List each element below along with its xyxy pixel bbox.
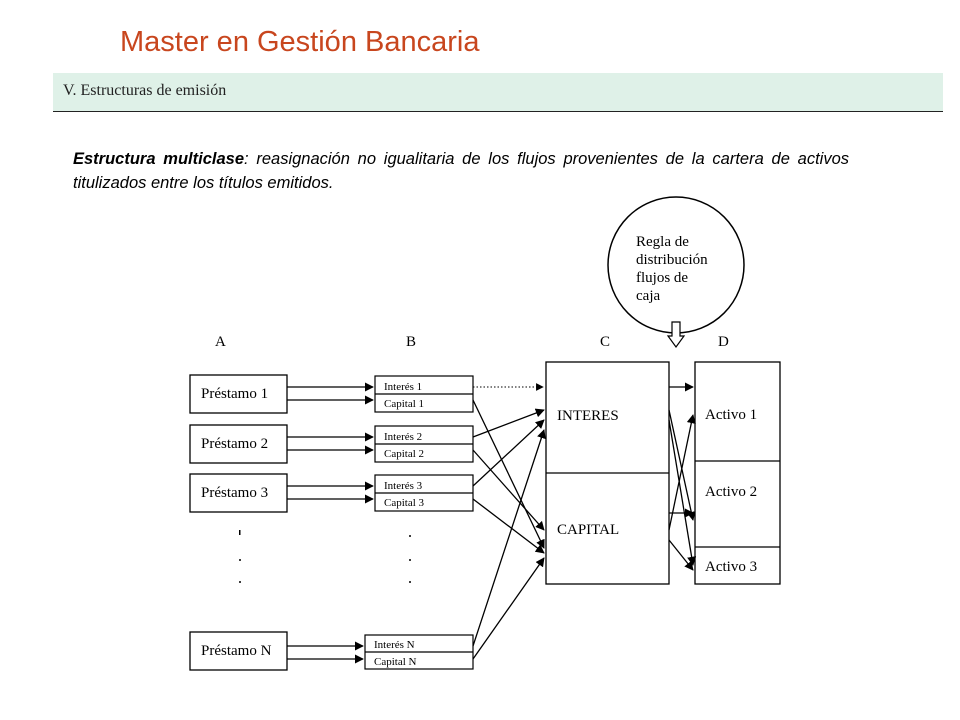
loan-label: Préstamo 1 [201, 386, 268, 402]
flow-interest-label: Interés 3 [384, 480, 423, 492]
column-label-b: B [406, 334, 416, 350]
flow-box-1: Interés 1 Capital 1 [374, 375, 474, 413]
flow-capital-label: Capital 3 [384, 497, 425, 509]
pool-to-asset-arrows [668, 382, 697, 571]
flow-capital-label: Capital 1 [384, 398, 424, 410]
flow-to-pool-arrows [472, 399, 546, 660]
section-label: V. Estructuras de emisión [63, 82, 227, 99]
flow-capital-label: Capital N [374, 656, 417, 668]
flow-interest-label: Interés 2 [384, 431, 422, 443]
loan-to-flow-arrows [287, 382, 374, 664]
column-label-a: A [215, 334, 226, 350]
loan-box-1: Préstamo 1 [189, 374, 288, 414]
loan-box-n: Préstamo N [189, 631, 288, 671]
asset-label-3: Activo 3 [705, 559, 757, 575]
pool-interest-label: INTERES [557, 408, 619, 424]
rule-line-3: flujos de [636, 270, 688, 286]
column-label-c: C [600, 334, 610, 350]
intro-term: Estructura multiclase [73, 150, 244, 168]
pool-box: INTERES CAPITAL [545, 361, 670, 585]
loan-box-3: Préstamo 3 [189, 473, 288, 513]
column-label-d: D [718, 334, 729, 350]
loan-box-2: Préstamo 2 [189, 424, 288, 464]
flow-box-3: Interés 3 Capital 3 [374, 474, 474, 512]
flow-interest-label: Interés 1 [384, 381, 422, 393]
ellipsis-a [239, 530, 241, 583]
intro-paragraph: Estructura multiclase: reasignación no i… [73, 147, 849, 195]
loan-label: Préstamo N [201, 643, 272, 659]
pool-capital-label: CAPITAL [557, 522, 619, 538]
intro-text: : reasignación no igualitaria de los flu… [73, 150, 849, 192]
asset-label-1: Activo 1 [705, 407, 757, 423]
assets-box: Activo 1 Activo 2 Activo 3 [694, 361, 781, 585]
rule-down-arrow-icon [666, 321, 686, 349]
section-bar: V. Estructuras de emisión [53, 73, 943, 112]
asset-label-2: Activo 2 [705, 484, 757, 500]
rule-line-2: distribución [636, 252, 708, 268]
rule-line-1: Regla de [636, 234, 689, 250]
loan-label: Préstamo 3 [201, 485, 268, 501]
ellipsis-b [409, 535, 411, 583]
loan-label: Préstamo 2 [201, 436, 268, 452]
flow-interest-label: Interés N [374, 639, 415, 651]
flow-box-n: Interés N Capital N [364, 634, 474, 670]
flow-capital-label: Capital 2 [384, 448, 424, 460]
flow-box-2: Interés 2 Capital 2 [374, 425, 474, 463]
page-title: Master en Gestión Bancaria [120, 26, 480, 58]
rule-line-4: caja [636, 288, 660, 304]
